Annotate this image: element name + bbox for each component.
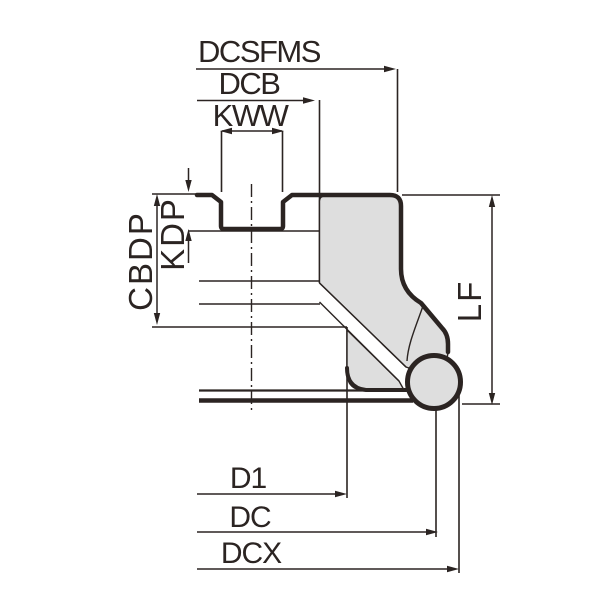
label-lf: LF bbox=[451, 280, 488, 323]
lf-arrow-down bbox=[488, 393, 496, 405]
round-insert bbox=[405, 353, 463, 411]
label-kww: KWW bbox=[213, 98, 290, 133]
dc-arrow bbox=[426, 528, 438, 536]
body-section-upper bbox=[318, 195, 449, 374]
dcsfms-arrow bbox=[384, 65, 396, 73]
cbdp-arrow-down bbox=[153, 313, 161, 325]
label-cbdp: CBDP bbox=[122, 211, 159, 311]
lower-extension-lines bbox=[435, 388, 500, 573]
lf-arrow-up bbox=[488, 195, 496, 207]
cbdp-arrow-up bbox=[153, 194, 161, 206]
insert-pocket-lower-edge bbox=[319, 301, 400, 382]
d1-arrow bbox=[335, 490, 347, 498]
body-outline-bottom-wedge bbox=[345, 366, 413, 392]
label-dcsfms: DCSFMS bbox=[198, 34, 321, 69]
cartridge-boundary-curve bbox=[406, 305, 424, 362]
dcx-arrow bbox=[447, 565, 459, 573]
dimension-lines bbox=[156, 68, 493, 570]
label-dcx: DCX bbox=[221, 537, 282, 570]
kww-arrow-left bbox=[220, 127, 232, 135]
dimension-arrowheads bbox=[153, 65, 496, 573]
kdp-arrow-down bbox=[185, 180, 192, 192]
dcb-arrow bbox=[303, 97, 315, 104]
insert-pocket-upper-edge bbox=[319, 282, 407, 368]
kww-arrow-right bbox=[272, 127, 284, 135]
label-kdp: KDP bbox=[154, 197, 191, 271]
label-d1: D1 bbox=[230, 462, 267, 495]
label-dc: DC bbox=[229, 501, 271, 534]
label-dcb: DCB bbox=[219, 66, 281, 101]
body-outline-top-and-right bbox=[194, 192, 451, 355]
kdp-arrow-up bbox=[185, 229, 192, 241]
